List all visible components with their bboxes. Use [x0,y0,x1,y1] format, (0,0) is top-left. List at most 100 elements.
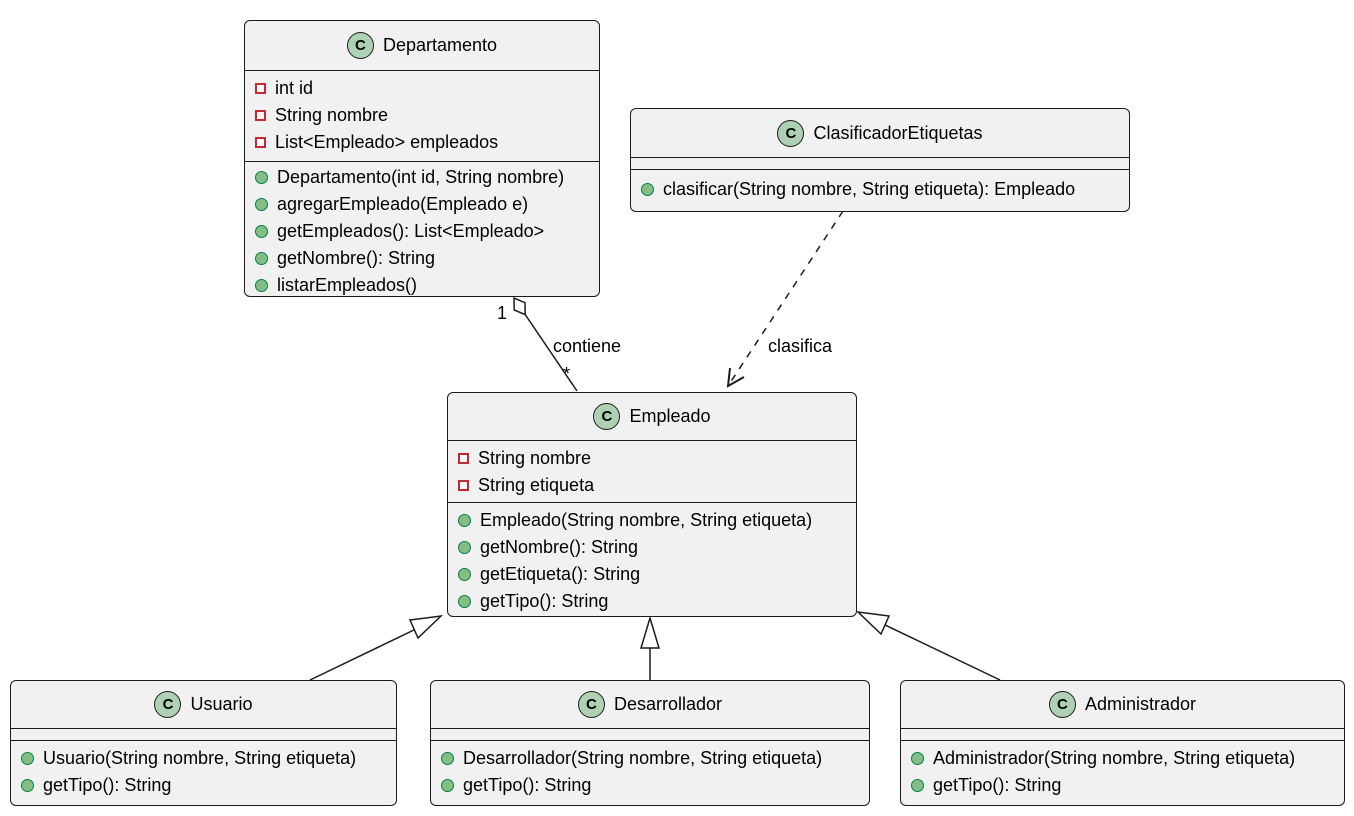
method: getTipo(): String [458,588,846,615]
method-text: getTipo(): String [933,775,1062,795]
stereotype-letter: C [586,696,597,713]
field-text: List<Empleado> empleados [275,132,499,152]
generalization-line-usuario [309,628,417,681]
class-attributes-section [431,729,869,741]
class-box-desarrollador: C Desarrollador Desarrollador(String nom… [430,680,870,806]
method-text: Desarrollador(String nombre, String etiq… [463,748,823,768]
method-icon [255,279,268,292]
method-text: getTipo(): String [43,775,172,795]
method-text: Departamento(int id, String nombre) [277,167,565,187]
method-text: clasificar(String nombre, String etiquet… [663,179,1076,199]
field-icon [255,83,266,94]
class-methods-section: Desarrollador(String nombre, String etiq… [431,741,869,805]
method: listarEmpleados() [255,272,589,296]
class-title: ClasificadorEtiquetas [813,122,983,143]
method-icon [458,514,471,527]
method-text: getNombre(): String [277,248,436,268]
method: Desarrollador(String nombre, String etiq… [441,745,859,772]
method: Empleado(String nombre, String etiqueta) [458,507,846,534]
method: getNombre(): String [458,534,846,561]
generalization-triangle-usuario [408,614,444,640]
method-text: agregarEmpleado(Empleado e) [277,194,529,214]
method: Administrador(String nombre, String etiq… [911,745,1334,772]
multiplicity-one-label: 1 [497,303,508,323]
stereotype-letter: C [601,408,613,425]
field-icon [458,480,469,491]
method-text: getTipo(): String [480,591,609,611]
field: String etiqueta [458,472,846,499]
edge-label-clasifica: clasifica [768,336,833,356]
generalization-triangle-desarrollador [639,615,661,649]
method-icon [255,252,268,265]
class-attributes-section [11,729,396,741]
class-title: Usuario [190,694,253,714]
class-attributes-section [631,158,1129,170]
generalization-triangle-administrador [855,610,891,636]
method-text: getEmpleados(): List<Empleado> [277,221,545,241]
field-text: String etiqueta [478,475,595,495]
class-header: C Empleado [448,393,856,441]
method: getEtiqueta(): String [458,561,846,588]
aggregation-diamond [513,296,526,316]
generalization-line-administrador [882,623,1001,681]
method-icon [441,752,454,765]
method-text: Empleado(String nombre, String etiqueta) [480,510,813,530]
field: String nombre [255,102,589,129]
method-icon [255,171,268,184]
edge-label-contiene: contiene [553,336,622,356]
method-text: getTipo(): String [463,775,592,795]
dependency-line-clasifica [727,210,844,387]
class-methods-section: Empleado(String nombre, String etiqueta)… [448,503,856,616]
field-icon [255,137,266,148]
method-text: getNombre(): String [480,537,639,557]
method: clasificar(String nombre, String etiquet… [641,176,1119,203]
class-header: C Desarrollador [431,681,869,729]
dependency-arrowhead [726,367,745,388]
field: int id [255,75,589,102]
field-text: String nombre [275,105,389,125]
method-icon [911,752,924,765]
class-methods-section: clasificar(String nombre, String etiquet… [631,170,1129,211]
stereotype-letter: C [785,124,797,142]
field-text: String nombre [478,448,592,468]
class-stereotype-icon: C [346,32,374,59]
method: getTipo(): String [441,772,859,799]
class-header: C Departamento [245,21,599,71]
class-title: Departamento [382,35,498,55]
class-box-clasificadoretiquetas: C ClasificadorEtiquetas clasificar(Strin… [630,108,1130,212]
method-icon [441,779,454,792]
method-icon [21,752,34,765]
field-icon [255,110,266,121]
class-header: C ClasificadorEtiquetas [631,109,1129,158]
method-icon [458,568,471,581]
class-stereotype-icon: C [1048,691,1076,718]
method: getEmpleados(): List<Empleado> [255,218,589,245]
class-header: C Administrador [901,681,1344,729]
class-attributes-section: int id String nombre List<Empleado> empl… [245,71,599,162]
class-methods-section: Departamento(int id, String nombre) agre… [245,162,599,296]
method: getTipo(): String [911,772,1334,799]
method-icon [21,779,34,792]
method: agregarEmpleado(Empleado e) [255,191,589,218]
method: getTipo(): String [21,772,386,799]
class-title: Administrador [1084,694,1197,714]
method-icon [255,225,268,238]
stereotype-letter: C [162,696,174,713]
class-stereotype-icon: C [577,691,605,718]
stereotype-letter: C [1057,696,1068,713]
method-icon [458,541,471,554]
method: Usuario(String nombre, String etiqueta) [21,745,386,772]
class-header: C Usuario [11,681,396,729]
method-icon [911,779,924,792]
class-stereotype-icon: C [593,403,621,430]
class-attributes-section [901,729,1344,741]
class-box-usuario: C Usuario Usuario(String nombre, String … [10,680,397,806]
class-title: Empleado [629,406,711,426]
field-icon [458,453,469,464]
method-text: getEtiqueta(): String [480,564,641,584]
class-stereotype-icon: C [777,119,805,147]
field-text: int id [275,78,314,98]
method-text: Usuario(String nombre, String etiqueta) [43,748,357,768]
method-icon [458,595,471,608]
